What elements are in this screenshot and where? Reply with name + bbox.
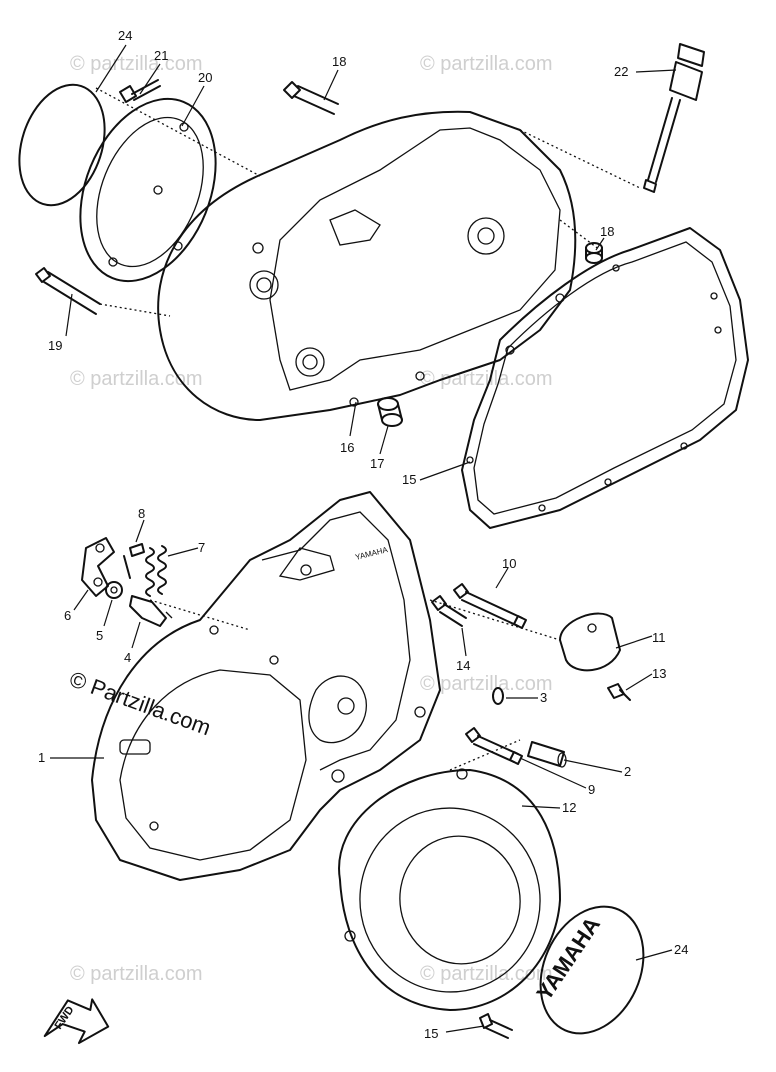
callout-8: 8: [138, 506, 145, 521]
callout-23: 22: [614, 64, 628, 79]
callout-19: 18: [332, 54, 346, 69]
part-24-cover-disc: [18, 83, 106, 207]
part-8-screw: [123, 543, 145, 579]
callout-12: 12: [562, 800, 576, 815]
part-12-cover: [338, 768, 561, 1011]
callout-5: 5: [96, 628, 103, 643]
watermark-faint: © partzilla.com: [70, 53, 203, 75]
watermark-faint: © partzilla.com: [420, 673, 553, 695]
part-20-bolt: [35, 267, 101, 315]
part-18-dowel-pin: [377, 397, 403, 427]
part-14-bolt: [431, 595, 467, 627]
forward-arrow-icon: FWD: [43, 998, 110, 1045]
part-9-bolt: [465, 727, 523, 765]
watermark-faint: © partzilla.com: [420, 368, 553, 390]
part-21-inspection-cover: [79, 97, 217, 283]
watermark-faint: © partzilla.com: [70, 963, 203, 985]
part-19-bolt: [283, 81, 339, 115]
callout-11: 11: [652, 630, 666, 645]
part-18-dowel-pin: [585, 242, 603, 264]
part-13-screw: [607, 683, 631, 701]
part-3-o-ring: [492, 687, 504, 705]
callout-7: 7: [198, 540, 205, 555]
callout-10: 10: [502, 556, 516, 571]
callout-18: 18: [600, 224, 614, 239]
watermark-faint: © partzilla.com: [70, 368, 203, 390]
part-11-cap: [559, 612, 621, 672]
callout-16: 16: [340, 440, 354, 455]
part-22-screw: [119, 79, 161, 103]
watermark-faint: © partzilla.com: [420, 963, 553, 985]
callout-2: 2: [624, 764, 631, 779]
callout-3: 3: [540, 690, 547, 705]
callout-6: 6: [64, 608, 71, 623]
part-5-washer: [105, 581, 123, 599]
part-4-shaft: [129, 595, 173, 627]
part-17-gasket: [461, 227, 749, 529]
part-15-screw: [479, 1013, 513, 1039]
callout-24: 24: [674, 942, 688, 957]
watermark-main: © Partzilla.com: [66, 666, 214, 740]
part-2-pin: [527, 741, 567, 768]
callout-4: 4: [124, 650, 131, 665]
callout-20: 19: [48, 338, 62, 353]
badge-logo-text: YAMAHA: [531, 912, 605, 1004]
callout-18: 17: [370, 456, 384, 471]
callout-1: 1: [38, 750, 45, 765]
callout-13: 13: [652, 666, 666, 681]
callout-21: 20: [198, 70, 212, 85]
part-7-spring: [145, 545, 167, 597]
part-23-oil-gauge: [643, 43, 705, 193]
callout-17: 15: [402, 472, 416, 487]
part-6-bracket: [81, 537, 115, 597]
watermark-faint: © partzilla.com: [420, 53, 553, 75]
callout-14: 14: [456, 658, 470, 673]
callouts: 24 21 20 18 22 18 19 16 17 15 8 7 6 5 4 …: [38, 28, 688, 1041]
callout-24: 24: [118, 28, 132, 43]
part-16-crankcase-cover: [157, 110, 577, 421]
callout-9: 9: [588, 782, 595, 797]
callout-15: 15: [424, 1026, 438, 1041]
callout-22: 21: [154, 48, 168, 63]
alignment-lines-upper: [95, 87, 641, 317]
part-10-bolt: [453, 583, 527, 629]
cover-engraving: YAMAHA: [354, 545, 389, 562]
part-24-logo-badge: YAMAHA: [531, 905, 645, 1035]
